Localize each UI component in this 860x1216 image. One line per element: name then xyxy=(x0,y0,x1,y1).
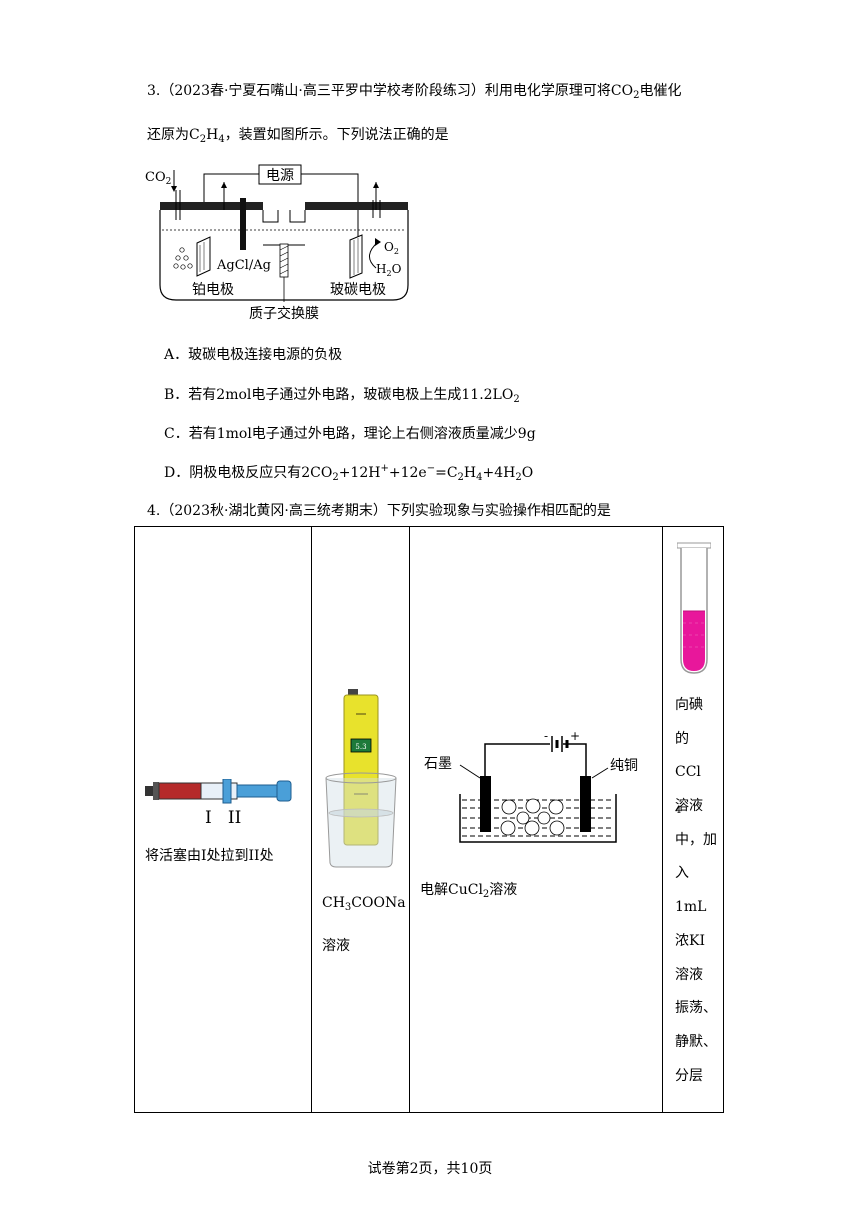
cell4-line: 溶液 xyxy=(675,798,703,815)
cell4-line: 振荡、 xyxy=(675,1000,717,1017)
q3-stem-line2: 还原为C2H4，装置如图所示。下列说法正确的是 xyxy=(147,124,449,145)
cell3-caption: 电解CuCl2溶液 xyxy=(420,882,518,900)
graphite-label: 石墨 xyxy=(424,756,452,772)
cell4-line: 中，加 xyxy=(675,831,717,848)
wire-left xyxy=(484,743,550,777)
agcl-label: AgCl/Ag xyxy=(216,258,271,273)
option-b-sub: 2 xyxy=(513,394,520,405)
beaker xyxy=(325,777,397,868)
q3-co2-sub: 2 xyxy=(633,90,640,101)
ph-display xyxy=(350,738,372,753)
membrane-label: 质子交换膜 xyxy=(249,305,319,322)
cell4-line: 溶液 xyxy=(675,966,703,983)
cell4-line: 向碘 xyxy=(675,697,703,713)
electrolysis-cell-figure: CO2 电源 AgCl/Ag O2 H2O 铂电极 玻碳电 xyxy=(145,164,409,322)
bridge-left xyxy=(262,210,279,223)
q3-stem-line1: 3.（2023春·宁夏石嘴山·高三平罗中学校考阶段练习）利用电化学原理可将CO2… xyxy=(147,80,681,101)
copper-electrode xyxy=(580,776,591,832)
q3-stem2-b: H xyxy=(206,127,219,143)
container xyxy=(159,210,409,301)
q3-stem2-a: 还原为C xyxy=(147,127,200,143)
minus-sign: - xyxy=(544,732,548,743)
cucl2-electrolysis-figure: - + 石墨 纯铜 xyxy=(424,732,638,843)
ph-meter-body xyxy=(343,694,379,846)
wire-right xyxy=(301,173,359,242)
agcl-electrode xyxy=(240,198,246,250)
cell-ph-meter: 5.3 CH3COONa 溶液 xyxy=(311,526,410,1113)
q3-stem2-sub1: 2 xyxy=(199,134,207,145)
pt-label: 铂电极 xyxy=(192,282,234,298)
glassy-carbon-electrode xyxy=(349,234,363,279)
q3-stem-end: 电催化 xyxy=(639,83,682,99)
q4-stem: 4.（2023秋·湖北黄冈·高三统考期末）下列实验现象与实验操作相匹配的是 xyxy=(147,503,611,519)
copper-label: 纯铜 xyxy=(610,758,638,774)
power-label: 电源 xyxy=(266,168,294,184)
q4-table: I II 将活塞由I处拉到II处 5.3 CH3COONa 溶液 xyxy=(134,526,724,1113)
cell4-line: 入 xyxy=(675,865,689,882)
magenta-liquid xyxy=(683,611,705,671)
co2-label: CO2 xyxy=(145,170,171,187)
plus-sign: + xyxy=(570,732,580,743)
glassy-carbon-label: 玻碳电极 xyxy=(330,282,386,298)
cell4-line: 静默、 xyxy=(675,1033,717,1050)
option-c: C．若有1mol电子通过外电路，理论上右侧溶液质量减少9g xyxy=(164,426,536,442)
right-lid xyxy=(305,202,408,210)
cell2-caption-line1: CH3COONa xyxy=(322,895,406,913)
page-footer: 试卷第2页，共10页 xyxy=(367,1161,493,1177)
wire-left xyxy=(203,173,259,204)
syringe-red-section xyxy=(158,782,202,800)
q3-stem2-c: ，装置如图所示。下列说法正确的是 xyxy=(224,127,449,143)
pt-electrode xyxy=(196,236,211,277)
left-lid xyxy=(160,202,263,210)
syringe-barrel xyxy=(200,782,238,800)
cell4-line: 分层 xyxy=(675,1067,703,1084)
electrolysis-tank xyxy=(459,794,617,843)
h2o-label: H2O xyxy=(376,262,402,278)
wire-right xyxy=(563,743,587,777)
cell4-line: 的 xyxy=(675,730,689,747)
cell-electrolysis: - + 石墨 纯铜 xyxy=(409,526,663,1113)
q3-stem2-sub2: 4 xyxy=(218,134,225,145)
roman-labels: I II xyxy=(205,808,241,828)
option-b: B．若有2mol电子通过外电路，玻碳电极上生成11.2LO2 xyxy=(164,384,520,405)
graphite-electrode xyxy=(480,776,491,832)
cell2-caption-line2: 溶液 xyxy=(322,938,350,954)
co2-arrowhead xyxy=(171,186,177,192)
cell4-line: 浓KI xyxy=(675,932,705,949)
o2-label: O2 xyxy=(384,240,399,256)
cell4-line: 1mL xyxy=(675,899,707,916)
test-tube-figure xyxy=(677,542,711,674)
cell1-caption: 将活塞由I处拉到II处 xyxy=(145,848,274,864)
ph-meter-figure: 5.3 xyxy=(325,689,397,868)
q3-stem-text: 3.（2023春·宁夏石嘴山·高三平罗中学校考阶段练习）利用电化学原理可将CO xyxy=(147,83,634,99)
bridge-right xyxy=(289,210,306,223)
syringe-figure: I II xyxy=(145,779,292,828)
syringe-plunger xyxy=(236,784,278,798)
cell-syringe: I II 将活塞由I处拉到II处 xyxy=(134,526,312,1113)
ph-reading: 5.3 xyxy=(355,743,366,751)
option-a: A．玻碳电极连接电源的负极 xyxy=(164,347,343,363)
option-b-text: B．若有2mol电子通过外电路，玻碳电极上生成11.2LO xyxy=(164,387,514,403)
option-d: D．阴极电极反应只有2CO2+12H++12e−=C2H4+4H2O xyxy=(164,463,534,483)
